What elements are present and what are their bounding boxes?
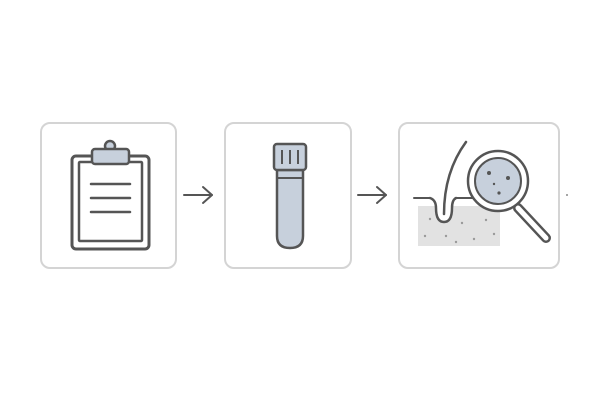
step-card-questionnaire bbox=[40, 122, 177, 269]
magnifier-lens bbox=[474, 157, 522, 205]
step-card-analysis bbox=[398, 122, 560, 269]
arrow-right-icon bbox=[183, 186, 213, 204]
clipboard-icon bbox=[70, 139, 151, 251]
test-tube-icon bbox=[272, 142, 308, 250]
skin-dots bbox=[423, 217, 496, 244]
hair-follicle-magnifier-icon bbox=[413, 140, 551, 246]
arrow-right-icon bbox=[357, 186, 387, 204]
skin-layer bbox=[418, 206, 500, 246]
step-card-sample bbox=[224, 122, 352, 269]
edge-mark bbox=[566, 194, 568, 196]
